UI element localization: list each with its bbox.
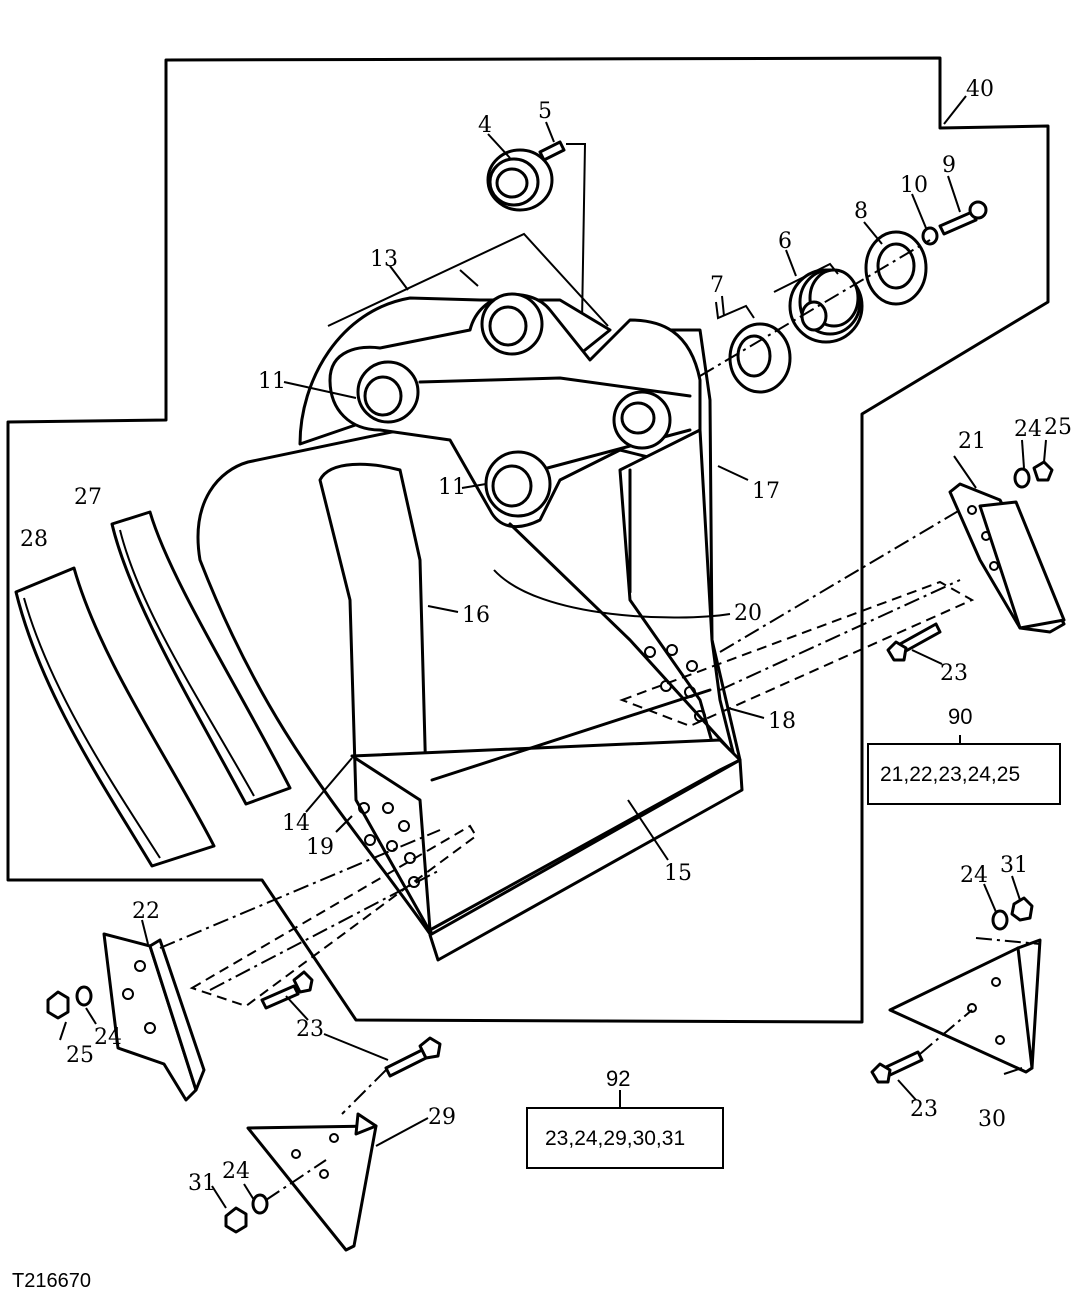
callout-11-lower: 11 [438, 475, 466, 500]
callout-17: 17 [752, 479, 780, 504]
bolt-part-23-30 [870, 1050, 924, 1084]
leader-lines [59, 95, 1047, 1209]
nut-part-25-right [1032, 460, 1054, 482]
callout-10: 10 [900, 173, 928, 198]
callout-7: 7 [710, 273, 724, 298]
callout-9: 9 [942, 153, 956, 178]
callout-6: 6 [778, 229, 792, 254]
nut-part-31-left [224, 1206, 248, 1234]
shim-stack-part-6 [788, 268, 864, 344]
pin-part-5 [538, 140, 566, 162]
lock-washer-part-24-lower [251, 1193, 269, 1215]
callout-8: 8 [854, 199, 868, 224]
bolt-part-23-left [260, 970, 314, 1010]
callout-20: 20 [734, 601, 762, 626]
pin-boss-lower-11 [484, 450, 552, 518]
kit-90-box [867, 743, 1061, 805]
callout-24-lower: 24 [222, 1159, 250, 1184]
callout-4: 4 [478, 113, 492, 138]
pin-boss-upper-11 [356, 360, 420, 424]
callout-24-left: 24 [94, 1025, 122, 1050]
callout-30: 30 [978, 1107, 1006, 1132]
callout-labels: 4 5 6 7 8 10 9 40 13 11 11 17 16 20 18 1… [20, 77, 1072, 1196]
callout-15: 15 [664, 861, 692, 886]
callout-22: 22 [132, 899, 160, 924]
figure-code: T216670 [12, 1270, 91, 1292]
gusset-part-29 [246, 1112, 378, 1252]
gusset-part-30 [888, 938, 1042, 1074]
callout-23-right: 23 [940, 661, 968, 686]
callout-29: 29 [428, 1105, 456, 1130]
callout-13: 13 [370, 247, 398, 272]
boss-right [612, 390, 672, 450]
kit-90-parts: 21,22,23,24,25 [880, 763, 1020, 786]
bolt-part-23-right [886, 622, 942, 662]
callout-23-left: 23 [296, 1017, 324, 1042]
callout-40: 40 [966, 77, 994, 102]
callout-11-upper: 11 [258, 369, 286, 394]
callout-14: 14 [282, 811, 310, 836]
assembly-boundary-40 [6, 56, 1050, 1024]
lock-washer-part-24-right [1013, 467, 1031, 489]
callout-19: 19 [306, 835, 334, 860]
callout-28: 28 [20, 527, 48, 552]
bolt-part-23-center [384, 1036, 442, 1078]
nut-part-25-left [46, 990, 70, 1020]
callout-24-30: 24 [960, 863, 988, 888]
callout-25-left: 25 [66, 1043, 94, 1068]
boss-upper-right [480, 292, 544, 356]
side-plate-holes-19 [358, 802, 420, 888]
lock-washer-part-24-30 [991, 909, 1009, 931]
shim-part-27 [110, 510, 292, 806]
kit-92-number: 92 [606, 1066, 630, 1091]
lock-washer-part-24-left [75, 985, 93, 1007]
callout-18: 18 [768, 709, 796, 734]
callout-31-left: 31 [188, 1171, 216, 1196]
kit-92-box [526, 1107, 724, 1169]
kit-92-parts: 23,24,29,30,31 [545, 1127, 685, 1150]
retainer-washer-part-8 [864, 230, 928, 306]
callout-23-30: 23 [910, 1097, 938, 1122]
kit-90-number: 90 [948, 704, 972, 729]
cap-screw-part-9 [938, 200, 988, 236]
kit-90: 90 21,22,23,24,25 [867, 704, 1061, 805]
collar-part-7 [728, 322, 792, 394]
callout-27: 27 [74, 485, 102, 510]
callout-21: 21 [958, 429, 986, 454]
side-cutter-part-21 [948, 482, 1066, 634]
side-cutter-part-22 [102, 932, 206, 1102]
callout-16: 16 [462, 603, 490, 628]
lock-washer-part-10 [921, 226, 939, 246]
nut-part-31-right [1010, 896, 1034, 922]
callout-25-right: 25 [1044, 415, 1072, 440]
shim-part-28 [14, 566, 216, 868]
kit-92: 92 23,24,29,30,31 [526, 1066, 724, 1169]
callout-5: 5 [538, 99, 552, 124]
callout-31-right: 31 [1000, 853, 1028, 878]
boss-part-4 [486, 148, 554, 212]
callout-24-right: 24 [1014, 417, 1042, 442]
